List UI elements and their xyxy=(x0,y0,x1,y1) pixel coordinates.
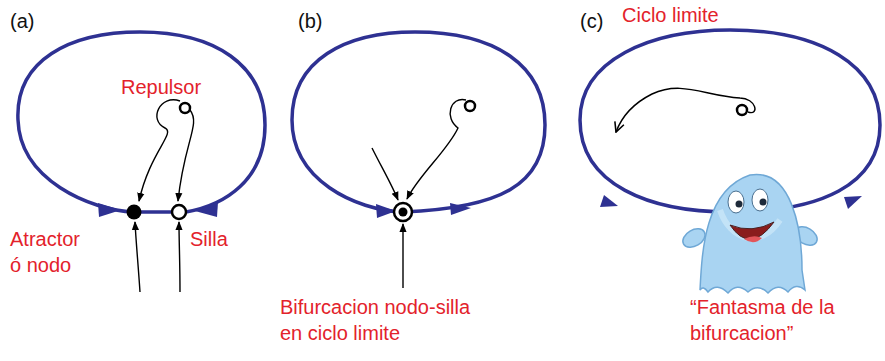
cycle-loop xyxy=(580,30,880,212)
fixed-points xyxy=(399,208,408,217)
cycle-loop xyxy=(600,195,618,207)
trajectory-arrows xyxy=(372,148,398,200)
cycle-loop xyxy=(141,210,172,214)
fixed-points xyxy=(127,205,142,220)
cycle-label: Ciclo limite xyxy=(622,2,719,28)
ghost-figure xyxy=(680,174,821,293)
ghost-figure xyxy=(728,191,744,213)
cycle-loop xyxy=(18,32,265,212)
fixed-points xyxy=(394,203,412,221)
trajectory-arrows xyxy=(402,224,403,288)
panel-letter: (b) xyxy=(298,8,322,34)
fixed-points xyxy=(394,101,475,221)
ghost-figure xyxy=(752,189,768,211)
fixed-points xyxy=(465,101,475,111)
ghost-figure xyxy=(700,174,805,293)
point-label: Repulsor xyxy=(121,74,201,100)
trajectory-arrows xyxy=(179,222,180,292)
trajectory-arrows xyxy=(135,222,140,292)
point-label: Atractor ó nodo xyxy=(10,226,85,278)
ghost-figure xyxy=(736,201,743,208)
trajectory-arrows xyxy=(372,100,466,288)
ghost-label: “Fantasma de la bifurcacion” xyxy=(690,294,839,346)
cycle-loop xyxy=(844,196,862,209)
trajectory-arrows xyxy=(407,100,466,199)
fixed-points xyxy=(180,103,190,113)
ghost-figure xyxy=(760,199,767,206)
cycle-loop xyxy=(292,32,545,212)
trajectory-arrows xyxy=(135,100,194,292)
cycle-loop xyxy=(195,202,218,217)
cycle-loop xyxy=(18,32,265,217)
panel-letter: (a) xyxy=(10,8,34,34)
trajectory-arrows xyxy=(139,100,180,201)
ghost-figure xyxy=(744,236,762,242)
bifurcation-label: Bifurcacion nodo-silla en ciclo limite xyxy=(280,294,475,346)
fixed-points xyxy=(737,105,747,115)
trajectory-arrows xyxy=(616,88,755,132)
fixed-points xyxy=(737,105,747,115)
point-label: Silla xyxy=(190,226,228,252)
trajectory-arrows xyxy=(178,110,194,201)
fixed-points xyxy=(172,205,186,219)
cycle-loop xyxy=(98,203,121,217)
cycle-loop xyxy=(580,30,880,212)
cycle-loop xyxy=(292,32,545,218)
panel-letter: (c) xyxy=(580,8,603,34)
fixed-points xyxy=(127,103,191,220)
cycle-loop xyxy=(450,203,471,215)
trajectory-arrows xyxy=(616,88,755,132)
